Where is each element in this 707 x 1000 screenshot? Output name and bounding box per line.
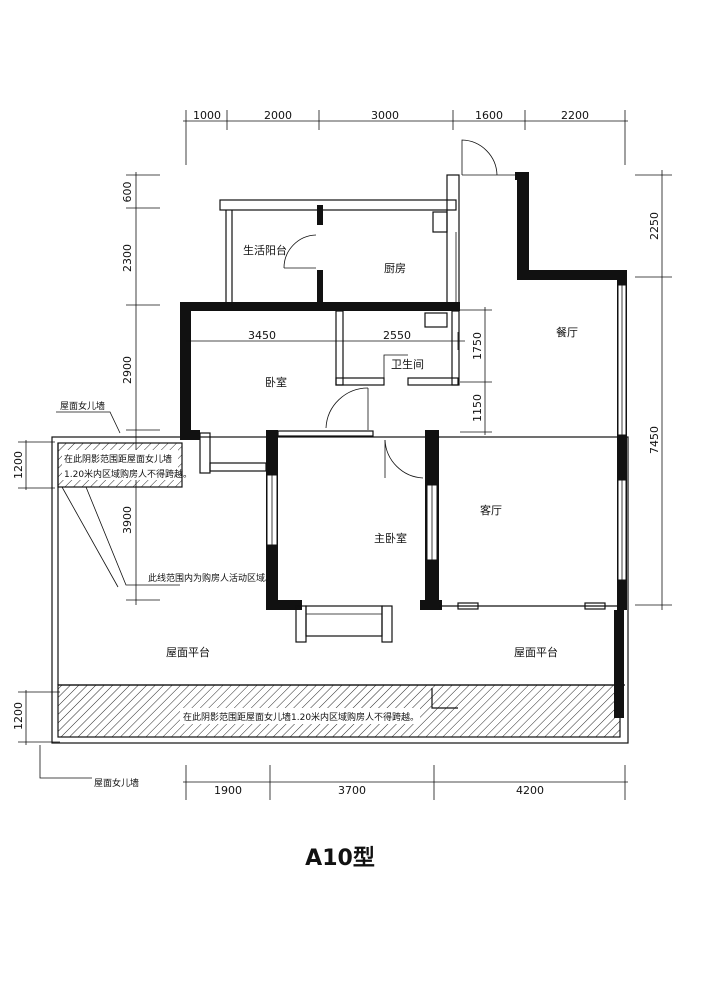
left-dim-1200-bottom: 1200 xyxy=(12,702,25,730)
shaded-note-line1: 在此阴影范围距屋面女儿墙 xyxy=(64,453,172,465)
top-dimension-chain: 1000 2000 3000 1600 2200 xyxy=(183,109,628,165)
room-label-master-bedroom: 主卧室 xyxy=(374,531,407,545)
inner-dim-1750: 1750 xyxy=(471,332,484,360)
right-dimension-chain: 2250 7450 xyxy=(635,170,672,610)
interior-doors xyxy=(325,354,424,479)
bottom-dim-2: 3700 xyxy=(338,784,366,797)
right-dim-2250: 2250 xyxy=(648,212,661,240)
shaded-note-line2: 1.20米内区域购房人不得跨越。 xyxy=(64,468,192,480)
top-dim-2: 2000 xyxy=(264,109,292,122)
room-label-terrace-right: 屋面平台 xyxy=(514,645,558,659)
room-label-kitchen: 厨房 xyxy=(384,262,406,275)
plan-title: A10型 xyxy=(305,846,375,871)
top-dim-1: 1000 xyxy=(193,109,221,122)
top-dim-4: 1600 xyxy=(475,109,503,122)
inner-dim-1150: 1150 xyxy=(471,394,484,422)
inner-dim-2550: 2550 xyxy=(383,329,411,342)
room-label-terrace-left: 屋面平台 xyxy=(166,645,210,659)
room-label-dining: 餐厅 xyxy=(556,325,578,339)
top-dim-3: 3000 xyxy=(371,109,399,122)
left-dim-1200-top: 1200 xyxy=(12,451,25,479)
left-dim-600: 600 xyxy=(121,182,134,203)
inner-dim-3450: 3450 xyxy=(248,329,276,342)
bottom-band-note: 在此阴影范围距屋面女儿墙1.20米内区域购房人不得跨越。 xyxy=(183,711,419,723)
roof-terrace xyxy=(39,411,629,779)
bottom-dim-1: 1900 xyxy=(214,784,242,797)
left-dim-2900: 2900 xyxy=(121,356,134,384)
room-label-bathroom: 卫生间 xyxy=(391,357,424,371)
top-dim-5: 2200 xyxy=(561,109,589,122)
right-dim-7450: 7450 xyxy=(648,426,661,454)
inner-dimensions: 3450 2550 1750 1150 xyxy=(186,307,492,435)
room-label-living: 客厅 xyxy=(480,503,502,517)
left-dim-3900: 3900 xyxy=(121,506,134,534)
bottom-dim-3: 4200 xyxy=(516,784,544,797)
room-label-balcony: 生活阳台 xyxy=(243,243,287,257)
wall-windows xyxy=(266,284,627,581)
upper-walls xyxy=(219,139,529,310)
parapet-label-bottom: 屋面女儿墙 xyxy=(94,777,139,789)
left-dim-2300: 2300 xyxy=(121,244,134,272)
room-label-bedroom: 卧室 xyxy=(265,375,287,389)
left-dimension-chain: 600 2300 2900 3900 1200 1200 xyxy=(12,172,160,745)
parapet-label-top: 屋面女儿墙 xyxy=(60,400,105,412)
activity-area-note: 此线范围内为购房人活动区域。 xyxy=(148,572,274,584)
bottom-dimension-chain: 1900 3700 4200 xyxy=(183,765,628,800)
